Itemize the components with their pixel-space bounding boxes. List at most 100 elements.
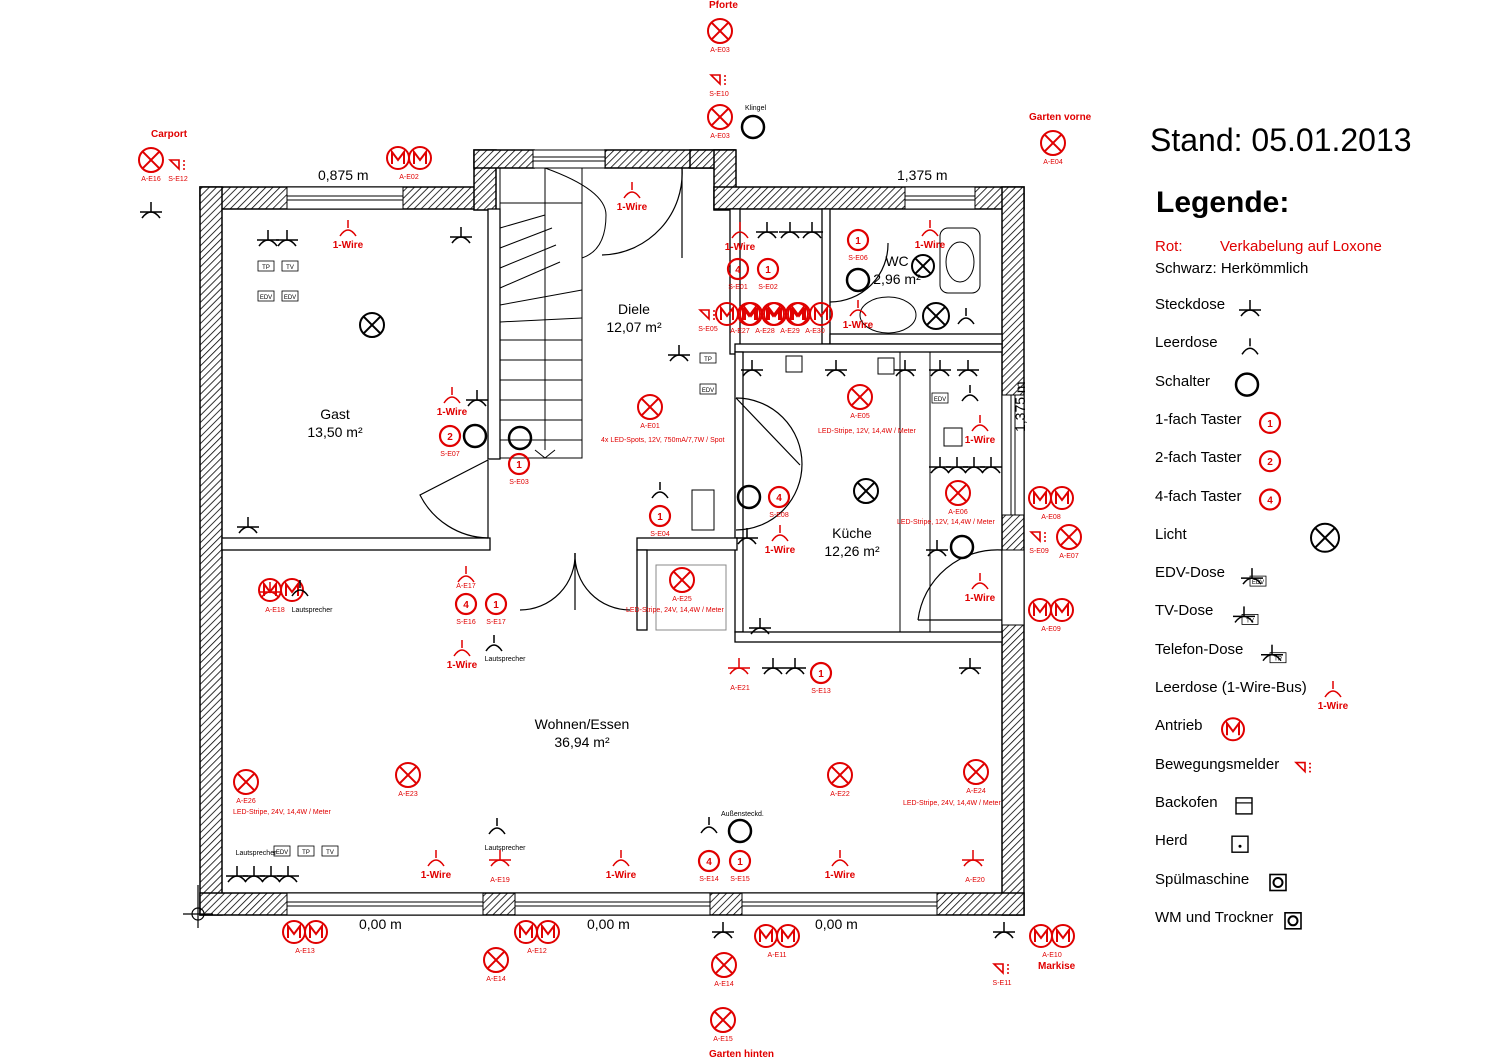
button-id: S-E04 bbox=[650, 531, 670, 538]
button-number: 1 bbox=[855, 236, 861, 247]
socket-garten bbox=[712, 922, 734, 939]
motor-id: A-E30 bbox=[805, 328, 825, 335]
legend-red-desc: Verkabelung auf Loxone bbox=[1220, 238, 1382, 255]
dimension-right-side: 1,375 m bbox=[1012, 381, 1028, 432]
socket-wohnen-1 bbox=[762, 658, 784, 675]
socket-kueche-door bbox=[926, 540, 948, 557]
empty-box-aussen bbox=[700, 817, 718, 834]
socket-a-e21 bbox=[728, 658, 750, 675]
button-number: 4 bbox=[1267, 496, 1273, 507]
motor-a-e12: A-E12 bbox=[514, 920, 560, 955]
socket-carport bbox=[140, 202, 162, 219]
button-id: S-E17 bbox=[486, 619, 506, 626]
light-id: A-E03 bbox=[710, 133, 730, 140]
button-s-e04: 1S-E04 bbox=[648, 504, 672, 538]
svg-text:TP: TP bbox=[1274, 657, 1282, 663]
legend-tp-box: TP bbox=[1269, 652, 1287, 664]
light-a-e16: A-E16 bbox=[138, 147, 164, 183]
svg-text:EDV: EDV bbox=[260, 295, 272, 301]
legend-motion-icon bbox=[1294, 761, 1311, 774]
motor-a-e11: A-E11 bbox=[754, 924, 800, 959]
motor-id: A-E11 bbox=[768, 952, 787, 959]
button-id: S-E16 bbox=[456, 619, 476, 626]
socket-gast-bottom bbox=[237, 517, 259, 534]
legend-item-stove: Herd bbox=[1155, 832, 1188, 850]
note-led-e25: LED-Stripe, 24V, 14,4W / Meter bbox=[626, 607, 724, 614]
switch-diele-stairs bbox=[507, 425, 533, 451]
light-id: A-E14 bbox=[486, 976, 506, 983]
onewire-wohnen-b1: 1-Wire bbox=[421, 850, 452, 881]
light-a-e06: A-E06 bbox=[945, 480, 971, 516]
button-id: S-E07 bbox=[440, 451, 460, 458]
legend-black-label: Schwarz: Herkömmlich bbox=[1155, 260, 1309, 277]
socket-id: A-E20 bbox=[965, 877, 985, 884]
legend-title: Legende: bbox=[1156, 186, 1290, 219]
motor-a-e210 bbox=[787, 302, 833, 326]
socket-gast-door bbox=[466, 390, 488, 407]
speaker-box-3 bbox=[488, 818, 506, 835]
legend-item-socket: Steckdose bbox=[1155, 296, 1226, 313]
button-s-e07: 2S-E07 bbox=[438, 424, 462, 458]
socket-wohnen-red bbox=[259, 582, 281, 599]
light-wc-2 bbox=[922, 302, 950, 330]
onewire-label: 1-Wire bbox=[915, 240, 946, 251]
light-a-e14b: A-E14 bbox=[711, 952, 737, 988]
windows bbox=[286, 149, 1025, 916]
legend-item-motion: Bewegungsmelder bbox=[1155, 755, 1280, 773]
dimension-top-right: 1,375 m bbox=[897, 167, 948, 183]
legend-washer-icon bbox=[1284, 911, 1302, 930]
onewire-label: 1-Wire bbox=[765, 545, 796, 556]
socket-diele bbox=[668, 345, 690, 362]
button-id: S-E01 bbox=[728, 284, 748, 291]
onewire-label: 1-Wire bbox=[843, 320, 874, 331]
svg-text:TP: TP bbox=[704, 357, 712, 363]
doors bbox=[419, 167, 1003, 621]
legend-item-empty-box: Leerdose bbox=[1155, 334, 1218, 352]
light-id: A-E01 bbox=[640, 423, 660, 430]
room-label-wc: WC 2,96 m² bbox=[862, 252, 932, 288]
stand-date: Stand: 05.01.2013 bbox=[1150, 122, 1412, 158]
tp-box-diele: TP bbox=[699, 352, 717, 364]
legend-dishwasher-icon bbox=[1269, 873, 1287, 892]
onewire-label: 1-Wire bbox=[437, 407, 468, 418]
staircase bbox=[499, 167, 607, 459]
onewire-label: 1-Wire bbox=[447, 660, 478, 671]
legend-oven-icon bbox=[1235, 797, 1253, 815]
socket-kueche-row bbox=[980, 457, 1002, 474]
room-area: 12,26 m² bbox=[824, 543, 880, 559]
light-id: A-E25 bbox=[672, 596, 692, 603]
button-id: S-E03 bbox=[509, 479, 529, 486]
motor-id: A-E27 bbox=[730, 328, 750, 335]
socket-markise bbox=[993, 922, 1015, 939]
fixtures bbox=[655, 227, 981, 632]
socket-wohnen-2 bbox=[784, 658, 806, 675]
onewire-kueche-door: 1-Wire bbox=[965, 573, 996, 604]
light-kueche bbox=[853, 478, 879, 504]
switch-kueche bbox=[736, 484, 762, 510]
motor-a-e09: A-E09 bbox=[1028, 598, 1074, 633]
socket-wohnen-row bbox=[243, 866, 265, 883]
room-area: 13,50 m² bbox=[307, 424, 363, 440]
room-name: Wohnen/Essen bbox=[534, 716, 630, 732]
room-area: 36,94 m² bbox=[554, 734, 610, 750]
edv-box-kueche: EDV bbox=[931, 392, 949, 404]
bell-switch bbox=[740, 114, 766, 140]
svg-text:TV: TV bbox=[1246, 618, 1254, 624]
socket-kueche-left bbox=[736, 528, 758, 545]
note-led-e01: 4x LED-Spots, 12V, 750mA/7,7W / Spot bbox=[601, 437, 725, 444]
light-id: A-E03 bbox=[710, 47, 730, 54]
room-label-diele: Diele 12,07 m² bbox=[594, 300, 674, 336]
motor-id: A-E13 bbox=[295, 948, 315, 955]
light-id: A-E26 bbox=[236, 798, 256, 805]
button-number: 2 bbox=[447, 432, 453, 443]
room-name: WC bbox=[885, 253, 909, 269]
legend-item-phone: Telefon-Dose bbox=[1155, 640, 1244, 658]
socket-id: A-E21 bbox=[730, 685, 750, 692]
light-a-e14: A-E14 bbox=[483, 947, 509, 983]
onewire-kueche-2: 1-Wire bbox=[765, 525, 796, 556]
button-number: 4 bbox=[706, 857, 712, 868]
svg-text:TV: TV bbox=[286, 265, 294, 271]
speaker-label: Lautsprecher bbox=[292, 607, 334, 614]
room-label-kueche: Küche 12,26 m² bbox=[812, 524, 892, 560]
